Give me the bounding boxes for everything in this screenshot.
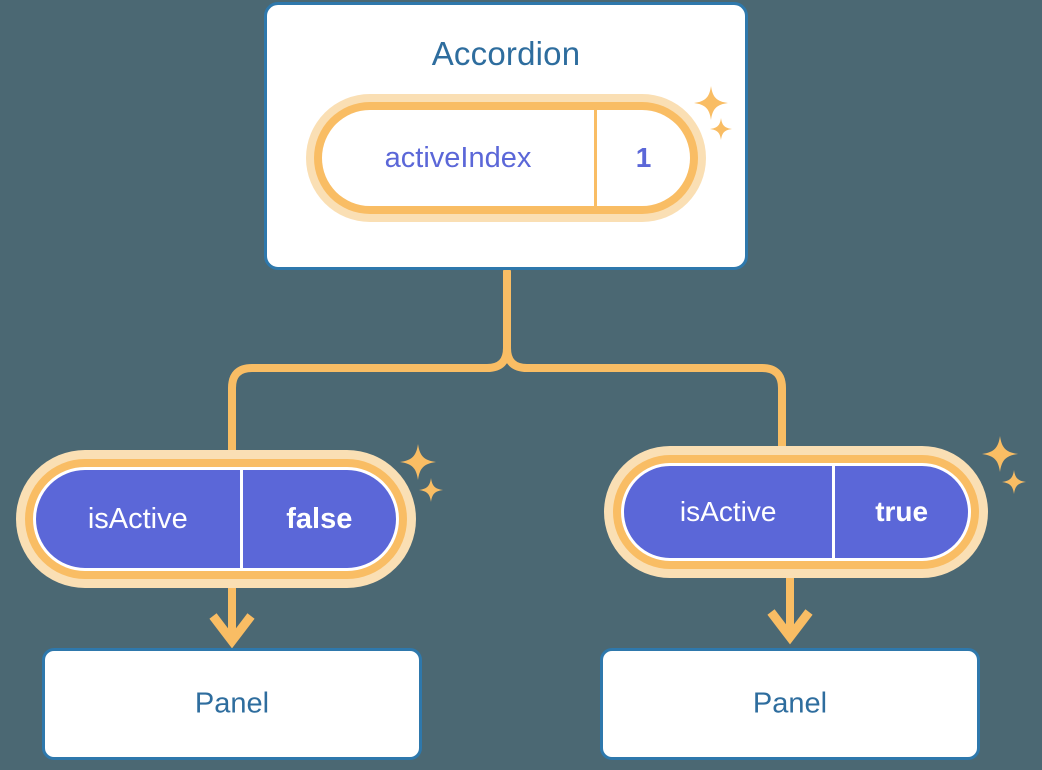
panel-card-left: Panel	[42, 648, 422, 760]
sparkle-four-point-small-icon	[419, 478, 443, 502]
pill-value-label: false	[239, 470, 396, 568]
state-pill-active-index[interactable]: activeIndex 1	[306, 94, 706, 222]
sparkle-four-point-large-icon	[982, 436, 1018, 472]
page-title: Accordion	[431, 35, 581, 72]
pill-body: activeIndex 1	[322, 110, 690, 206]
pill-key-label: activeIndex	[384, 141, 532, 174]
pill-value-label: true	[832, 466, 968, 558]
pill-body: isActive true	[621, 463, 971, 561]
pill-key-label: isActive	[679, 496, 777, 527]
panel-title: Panel	[194, 687, 270, 720]
panel-title: Panel	[752, 687, 828, 720]
panel-card-right: Panel	[600, 648, 980, 760]
pill-value-label: 1	[594, 110, 690, 206]
sparkle-four-point-small-icon	[1002, 470, 1026, 494]
state-pill-is-active-true[interactable]: isActive true	[604, 446, 988, 578]
pill-key-label: isActive	[87, 502, 188, 535]
sparkle-four-point-large-icon	[400, 444, 436, 480]
state-pill-is-active-false[interactable]: isActive false	[16, 450, 416, 588]
pill-body: isActive false	[33, 467, 399, 571]
